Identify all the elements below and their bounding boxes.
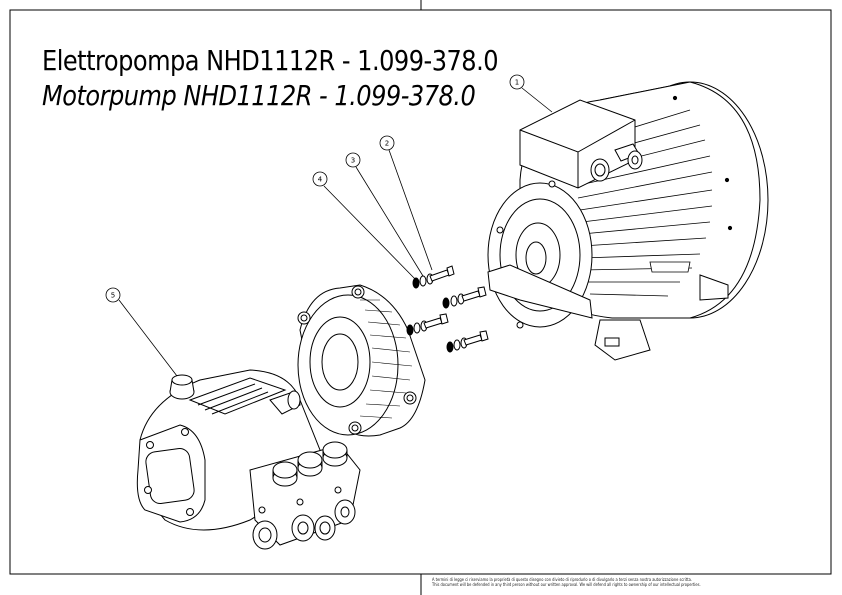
title-italian: Elettropompa NHD1112R - 1.099-378.0 [42, 44, 499, 77]
pump-head [136, 369, 361, 550]
title-english: Motorpump NHD1112R - 1.099-378.0 [42, 79, 476, 112]
balloon-5: 5 [105, 287, 178, 377]
bolt-lower [446, 330, 489, 353]
balloon-4-label: 4 [318, 176, 323, 184]
manifold-ports [252, 499, 356, 550]
sheet-frame [9, 0, 832, 595]
footer-line-1: A termini di legge ci riserviamo la prop… [432, 577, 692, 582]
balloon-5-label: 5 [111, 292, 115, 300]
valve-caps [272, 441, 348, 487]
footer-disclaimer: A termini di legge ci riserviamo la prop… [432, 577, 701, 587]
balloon-2-label: 2 [385, 140, 389, 148]
footer-line-2: This document will be defended in any th… [432, 582, 701, 587]
balloon-2: 2 [379, 135, 433, 271]
bolt-mid-right [442, 286, 487, 309]
bolt-mid-left [406, 313, 449, 336]
balloon-1-label: 1 [515, 79, 519, 87]
balloon-1: 1 [509, 74, 553, 113]
bolt-upper [412, 265, 455, 289]
balloon-4: 4 [312, 171, 417, 281]
adapter-flange [297, 284, 426, 437]
balloon-3-label: 3 [351, 157, 355, 165]
electric-motor [487, 81, 769, 361]
balloon-3: 3 [345, 152, 424, 277]
bolt-set [406, 265, 489, 353]
